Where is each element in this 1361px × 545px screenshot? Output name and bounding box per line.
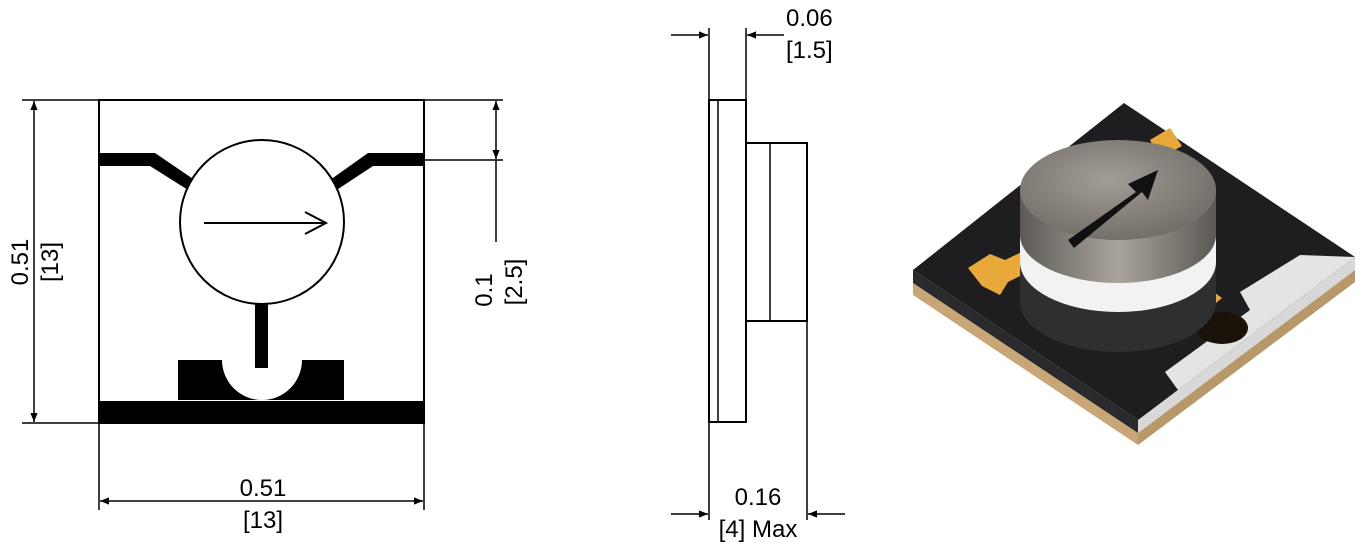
height-in-label: 0.51 xyxy=(7,239,34,286)
substrate-right-face xyxy=(1138,257,1355,433)
top-view-outline xyxy=(98,99,425,424)
port-3-stripline xyxy=(255,298,268,368)
width-in-label: 0.51 xyxy=(240,475,287,502)
offset-mm-label: [2.5] xyxy=(501,259,528,306)
width-mm-label: [13] xyxy=(243,507,283,534)
product-photo xyxy=(913,103,1355,445)
photo-arrow-icon xyxy=(1068,170,1158,248)
side-height-in-label: 0.16 xyxy=(735,484,782,511)
direction-arrow-head xyxy=(304,211,329,235)
side-view-drawing: 0.06 [1.5] 0.16 [4] Max xyxy=(671,5,845,543)
base-layer xyxy=(913,283,1138,445)
thickness-in-label: 0.06 xyxy=(786,5,833,32)
height-mm-label: [13] xyxy=(37,242,64,282)
top-view-drawing: 0.51 [13] 0.51 [13] 0.1 [2.5] xyxy=(7,99,528,534)
ground-metal xyxy=(1138,255,1355,420)
thickness-mm-label: [1.5] xyxy=(786,37,833,64)
offset-in-label: 0.1 xyxy=(471,273,498,306)
puck-top-face xyxy=(1020,140,1216,240)
bottom-ground-strip xyxy=(99,401,424,422)
ground-pad xyxy=(178,360,344,400)
side-height-mm-label: [4] Max xyxy=(719,516,798,543)
base-layer-right xyxy=(1138,270,1355,445)
port-1-stripline xyxy=(99,153,202,195)
ferrite-side xyxy=(745,142,808,322)
port-2-stripline xyxy=(323,153,424,195)
substrate-front-face xyxy=(913,270,1138,433)
substrate-side xyxy=(708,99,747,423)
